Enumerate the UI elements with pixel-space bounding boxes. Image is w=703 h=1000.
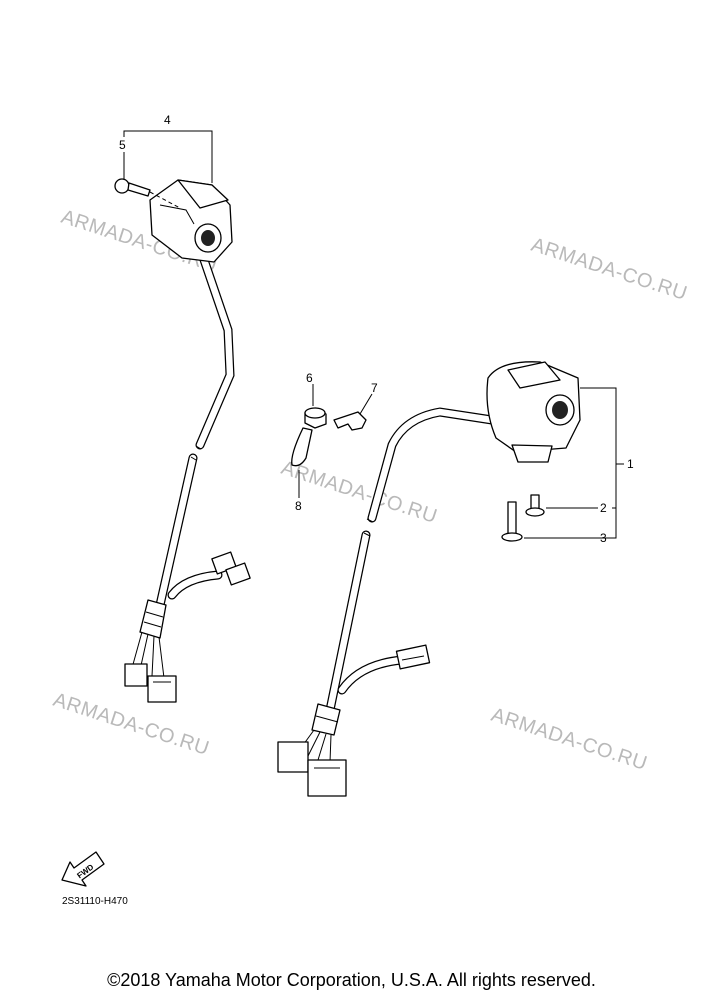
callout-3: 3 bbox=[600, 531, 607, 545]
left-handlebar-switch-assembly bbox=[114, 178, 251, 703]
callout-5: 5 bbox=[119, 138, 126, 152]
small-parts-group bbox=[291, 407, 367, 467]
callout-2: 2 bbox=[600, 501, 607, 515]
watermark-bottom-right: ARMADA-CO.RU bbox=[488, 704, 650, 775]
watermark-bottom-left: ARMADA-CO.RU bbox=[50, 689, 212, 760]
copyright-notice: ©2018 Yamaha Motor Corporation, U.S.A. A… bbox=[107, 970, 596, 990]
fwd-arrow-icon: FWD bbox=[61, 851, 105, 887]
diagram-code: 2S31110-H470 bbox=[62, 896, 128, 907]
callout-1: 1 bbox=[627, 457, 634, 471]
leader-lines bbox=[123, 130, 624, 539]
callout-6: 6 bbox=[306, 371, 313, 385]
watermark-middle: ARMADA-CO.RU bbox=[278, 457, 440, 528]
callout-4: 4 bbox=[164, 113, 171, 127]
callout-7: 7 bbox=[371, 381, 378, 395]
watermark-top-right: ARMADA-CO.RU bbox=[528, 234, 690, 305]
callout-8: 8 bbox=[295, 499, 302, 513]
right-handlebar-switch-assembly bbox=[277, 361, 581, 797]
